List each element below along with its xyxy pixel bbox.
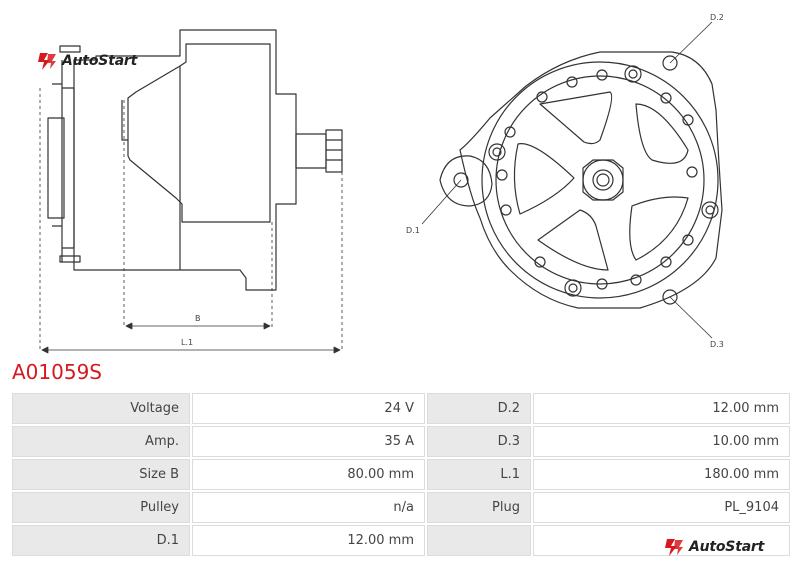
spec-label: D.2 (427, 393, 531, 424)
part-number-title: A01059S (12, 360, 102, 384)
spec-value: n/a (192, 492, 425, 523)
dimension-arrows (41, 322, 341, 354)
brand-logo-bottom: AutoStart (663, 537, 764, 557)
spec-label (427, 525, 531, 556)
autostart-logo-icon (38, 53, 56, 70)
spec-label: Pulley (12, 492, 190, 523)
dim-label-d2: D.2 (710, 13, 724, 22)
spec-value: 35 A (192, 426, 425, 457)
technical-drawing: B L.1 D.1 D.2 D.3 (39, 13, 724, 354)
dim-label-b: B (195, 314, 201, 323)
spec-label: Amp. (12, 426, 190, 457)
side-view (47, 29, 343, 291)
spec-value: 10.00 mm (533, 426, 790, 457)
spec-value (533, 525, 790, 556)
brand-name: AutoStart (62, 53, 138, 69)
spec-value: PL_9104 (533, 492, 790, 523)
spec-label: Plug (427, 492, 531, 523)
spec-value: 12.00 mm (192, 525, 425, 556)
front-view (439, 51, 723, 309)
autostart-logo-icon (665, 539, 683, 556)
spec-label: D.1 (12, 525, 190, 556)
brand-logo-top: AutoStart (36, 51, 137, 71)
spec-label: L.1 (427, 459, 531, 490)
bolt-holes (496, 69, 698, 290)
dim-label-d3: D.3 (710, 340, 724, 349)
dim-label-l1: L.1 (181, 338, 193, 347)
spec-value: 80.00 mm (192, 459, 425, 490)
dim-label-d1: D.1 (406, 226, 420, 235)
spec-value: 24 V (192, 393, 425, 424)
spec-label: Voltage (12, 393, 190, 424)
spec-value: 12.00 mm (533, 393, 790, 424)
spec-label: Size B (12, 459, 190, 490)
spec-value: 180.00 mm (533, 459, 790, 490)
brand-name: AutoStart (689, 539, 765, 555)
dimension-extension-lines (39, 88, 343, 352)
spec-label: D.3 (427, 426, 531, 457)
leader-lines (421, 21, 713, 339)
